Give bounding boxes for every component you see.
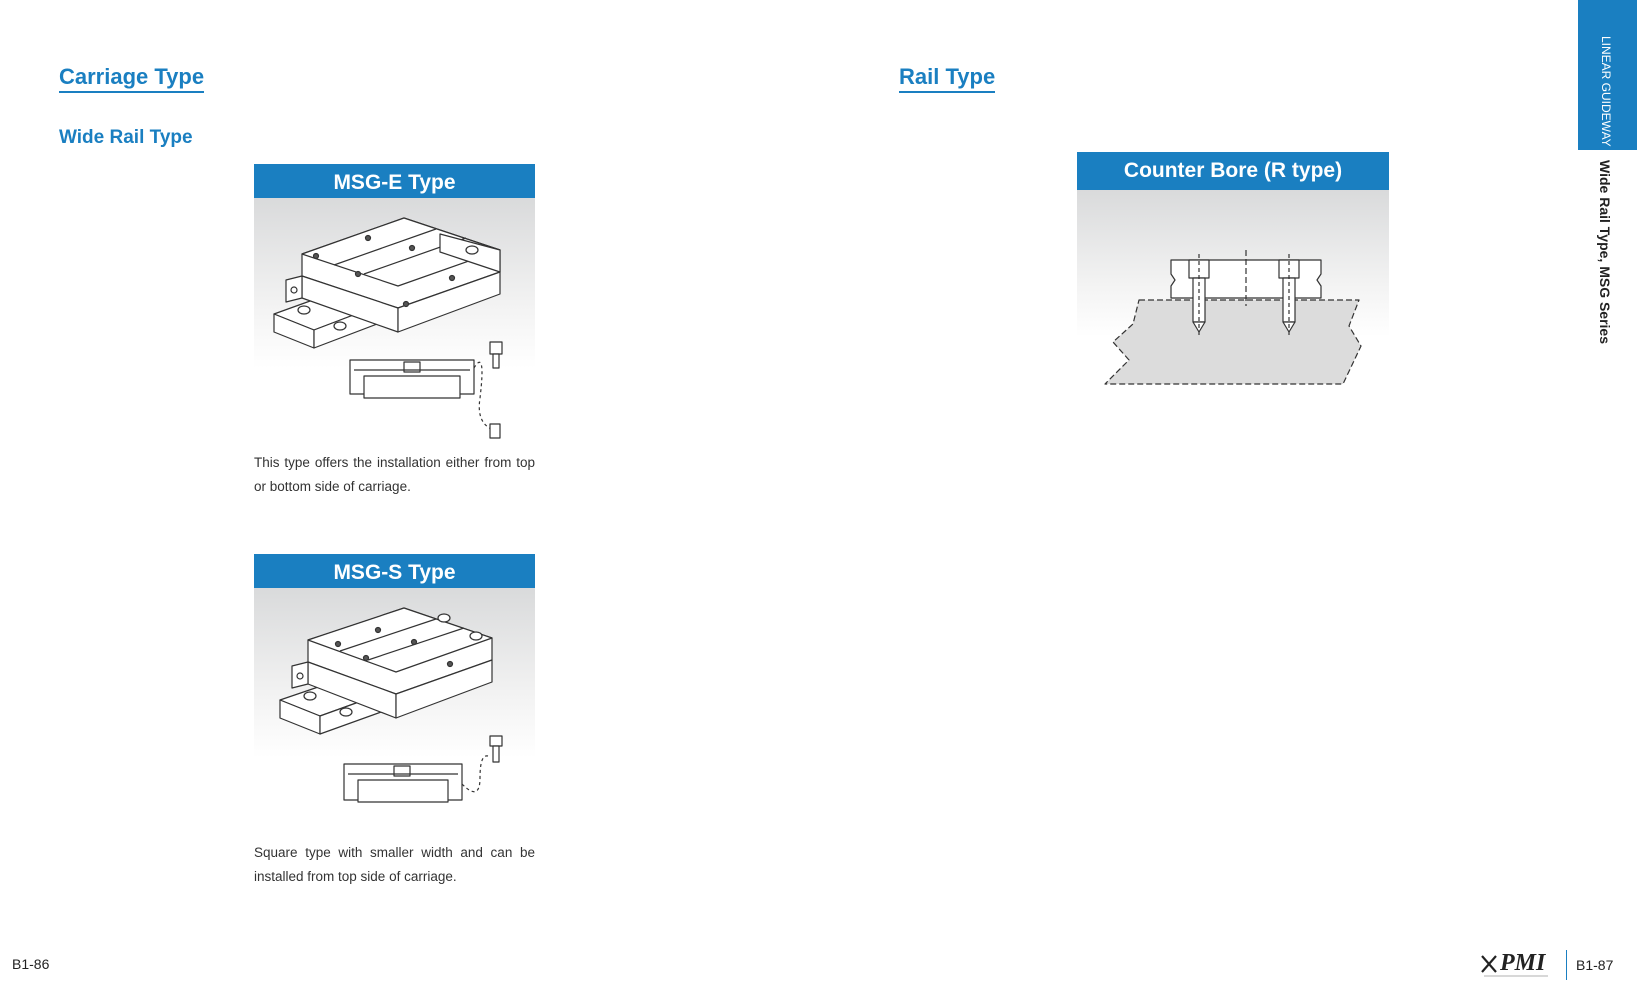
category-tab-label: LINEAR GUIDEWAY <box>1599 36 1613 147</box>
msg-s-illustration <box>254 588 535 831</box>
msg-e-card-title: MSG-E Type <box>254 164 535 198</box>
page-number-right: B1-87 <box>1576 957 1614 973</box>
series-label: Wide Rail Type, MSG Series <box>1597 160 1613 345</box>
wide-rail-type-subtitle: Wide Rail Type <box>59 127 193 148</box>
msg-e-illustration <box>254 198 535 441</box>
category-tab: LINEAR GUIDEWAY <box>1578 0 1637 150</box>
msg-s-card-title: MSG-S Type <box>254 554 535 588</box>
msg-e-description: This type offers the installation either… <box>254 455 535 494</box>
carriage-type-title: Carriage Type <box>59 64 205 93</box>
msg-e-card: MSG-E Type <box>254 164 535 499</box>
counter-bore-illustration <box>1077 190 1389 400</box>
rail-type-title: Rail Type <box>899 64 996 93</box>
footer-divider <box>1566 950 1567 980</box>
msg-s-description: Square type with smaller width and can b… <box>254 845 535 884</box>
page-number-left: B1-86 <box>12 956 50 972</box>
pmi-logo: PMI <box>1478 950 1558 980</box>
counter-bore-card: Counter Bore (R type) <box>1077 152 1389 400</box>
pmi-logo-icon <box>1481 955 1548 977</box>
msg-s-card: MSG-S Type <box>254 554 535 889</box>
counter-bore-card-title: Counter Bore (R type) <box>1077 152 1389 190</box>
logo-wordmark: PMI <box>1500 950 1546 976</box>
